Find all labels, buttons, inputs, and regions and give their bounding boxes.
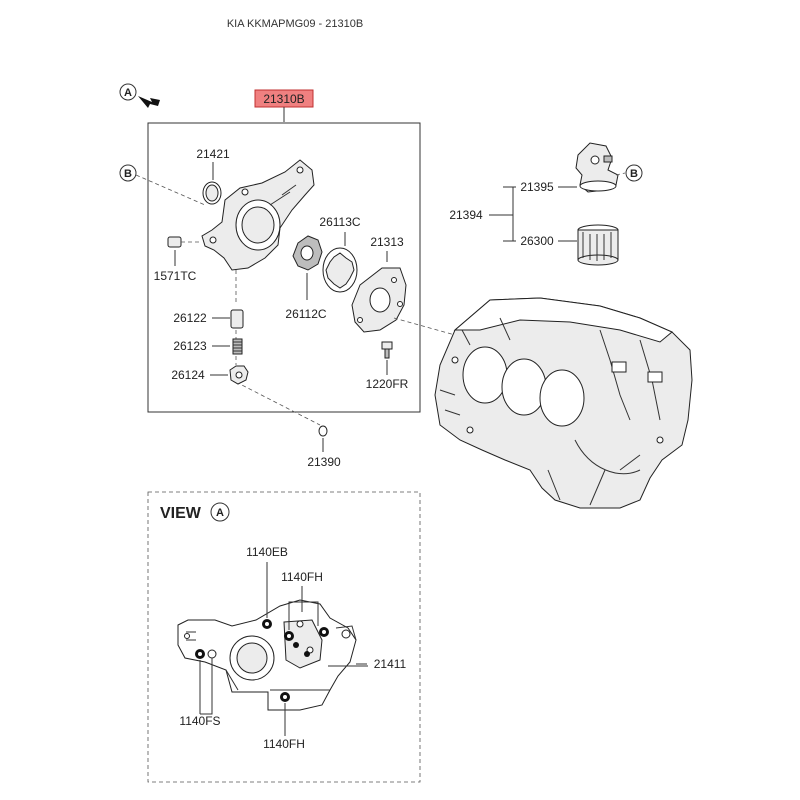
callout-b-left-leader xyxy=(135,174,206,206)
callout-b-left-circle xyxy=(119,164,137,182)
view-callout-circle xyxy=(210,502,230,522)
part-21395-filter-housing[interactable] xyxy=(575,142,619,193)
part-21313-pump-cover[interactable] xyxy=(351,267,407,333)
diagram-title: KIA KKMAPMG09 - 21310B xyxy=(227,18,363,30)
view-callout-text: A xyxy=(216,507,224,519)
view-label: VIEW xyxy=(160,505,202,522)
part-26112C-inner-rotor[interactable] xyxy=(292,235,323,271)
part-21421-label[interactable]: 21421 xyxy=(196,147,230,161)
part-26112C-label[interactable]: 26112C xyxy=(285,307,326,321)
assembly-frame xyxy=(147,122,421,413)
view-part-1140EB-label[interactable]: 1140EB xyxy=(246,545,288,559)
part-oil-pump-housing[interactable] xyxy=(201,159,315,271)
assembly-part-no[interactable]: 21310B xyxy=(263,92,304,106)
callout-b-left-text: B xyxy=(124,168,132,180)
view-part-1140FH-top-label[interactable]: 1140FH xyxy=(281,570,323,584)
view-a-pump-drawing xyxy=(177,599,368,711)
part-26113C-label[interactable]: 26113C xyxy=(319,215,360,229)
part-26124-plug[interactable] xyxy=(229,365,249,385)
part-26124-label[interactable]: 26124 xyxy=(171,368,205,382)
callout-a-circle xyxy=(119,83,137,101)
part-26113C-outer-rotor[interactable] xyxy=(322,247,358,293)
part-21313-label[interactable]: 21313 xyxy=(370,235,404,249)
part-26123-spring[interactable] xyxy=(232,338,243,355)
callout-b-right-circle xyxy=(625,164,643,182)
part-1220FR-bolt[interactable] xyxy=(381,341,393,359)
view-a-frame xyxy=(147,491,421,783)
callout-a-text: A xyxy=(124,87,132,99)
view-part-21411-label[interactable]: 21411 xyxy=(374,657,407,671)
part-26300-oil-filter[interactable] xyxy=(577,224,619,266)
callout-a-arrow: A xyxy=(119,83,160,108)
part-1220FR-label[interactable]: 1220FR xyxy=(366,377,409,391)
view-arrow-icon xyxy=(138,96,160,108)
part-1571TC-plug[interactable] xyxy=(167,236,182,248)
callout-b-right-text: B xyxy=(630,168,638,180)
part-26123-label[interactable]: 26123 xyxy=(173,339,207,353)
part-21390-label[interactable]: 21390 xyxy=(307,455,341,469)
part-26300-label[interactable]: 26300 xyxy=(520,234,554,248)
assembly-label[interactable]: 21310B xyxy=(254,89,314,108)
part-21394-label[interactable]: 21394 xyxy=(449,208,483,222)
view-part-1140FS-label[interactable]: 1140FS xyxy=(179,714,220,728)
part-21390-o-ring[interactable] xyxy=(318,425,328,437)
part-26122-label[interactable]: 26122 xyxy=(173,311,207,325)
part-1571TC-label[interactable]: 1571TC xyxy=(154,269,197,283)
engine-block-illustration xyxy=(434,297,693,509)
part-21395-label[interactable]: 21395 xyxy=(520,180,554,194)
part-26122-plunger[interactable] xyxy=(230,309,244,329)
view-part-1140FH-bottom-label[interactable]: 1140FH xyxy=(263,737,305,751)
